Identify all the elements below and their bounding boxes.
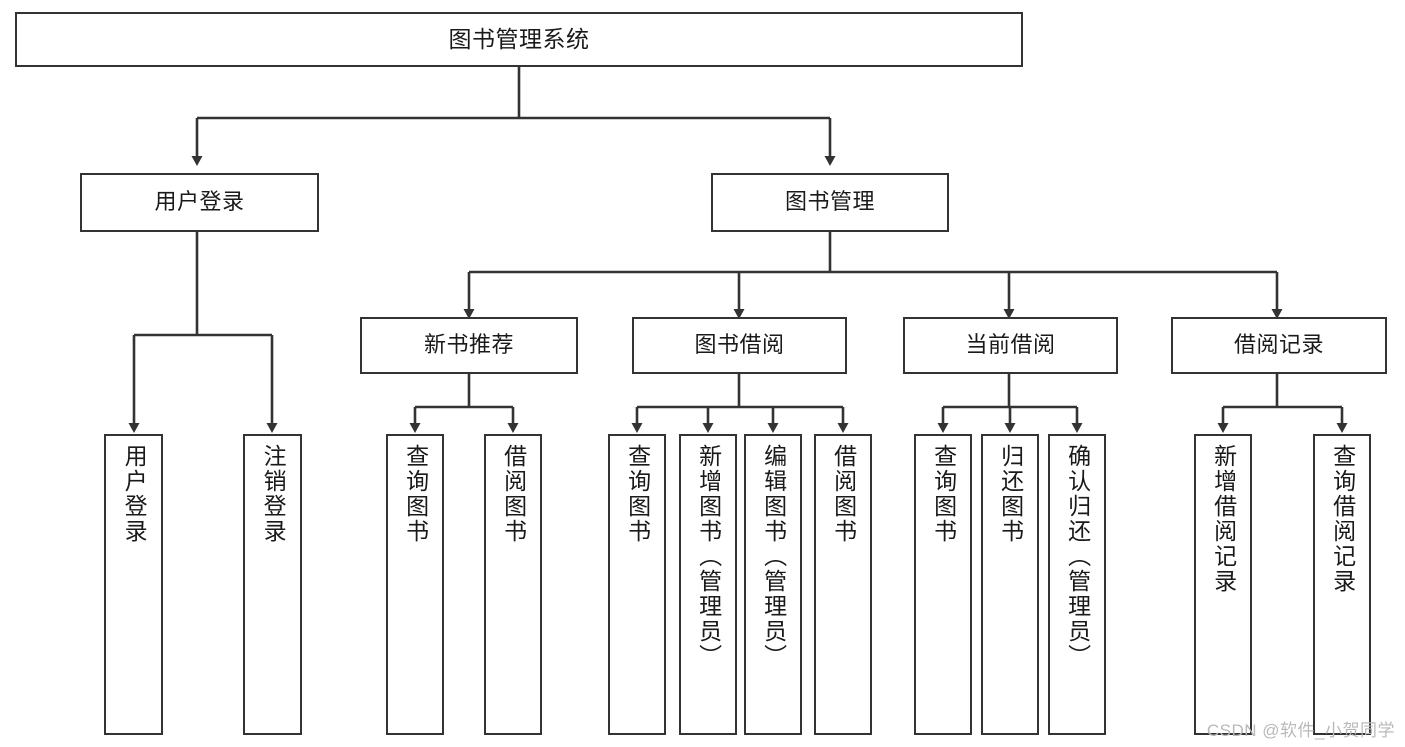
- node-label: 归还图书: [997, 444, 1024, 544]
- node-leaf-user-login[interactable]: 用户登录: [104, 434, 163, 735]
- node-label: 注销登录: [260, 444, 287, 544]
- node-label: 借阅图书: [830, 444, 857, 544]
- node-label: 查询图书: [624, 444, 651, 544]
- node-label: 图书管理: [784, 189, 875, 215]
- watermark: CSDN @软件_小贺同学: [1206, 721, 1395, 740]
- node-label: 新增图书（管理员）: [695, 444, 722, 669]
- node-label: 借阅图书: [500, 444, 527, 544]
- node-leaf-return-book[interactable]: 归还图书: [981, 434, 1039, 735]
- node-label: 新书推荐: [423, 332, 514, 358]
- node-leaf-confirm-return-admin[interactable]: 确认归还（管理员）: [1048, 434, 1106, 735]
- node-borrow-record[interactable]: 借阅记录: [1171, 317, 1387, 374]
- node-leaf-logout[interactable]: 注销登录: [243, 434, 302, 735]
- node-label: 查询图书: [930, 444, 957, 544]
- node-leaf-query-book-current[interactable]: 查询图书: [914, 434, 972, 735]
- node-label: 新增借阅记录: [1210, 444, 1237, 594]
- node-current-borrow[interactable]: 当前借阅: [903, 317, 1118, 374]
- node-leaf-query-book-borrow[interactable]: 查询图书: [608, 434, 666, 735]
- node-label: 查询借阅记录: [1329, 444, 1356, 594]
- node-label: 当前借阅: [965, 332, 1056, 358]
- node-leaf-edit-book-admin[interactable]: 编辑图书（管理员）: [744, 434, 802, 735]
- node-leaf-query-book-recommend[interactable]: 查询图书: [386, 434, 444, 735]
- node-label: 借阅记录: [1233, 332, 1324, 358]
- node-user-login[interactable]: 用户登录: [80, 173, 319, 232]
- node-leaf-add-borrow-record[interactable]: 新增借阅记录: [1194, 434, 1252, 735]
- node-leaf-borrow-book-recommend[interactable]: 借阅图书: [484, 434, 542, 735]
- node-leaf-query-borrow-record[interactable]: 查询借阅记录: [1313, 434, 1371, 735]
- node-label: 用户登录: [154, 189, 245, 215]
- node-label: 确认归还（管理员）: [1064, 444, 1091, 669]
- node-label: 查询图书: [402, 444, 429, 544]
- node-label: 图书管理系统: [448, 26, 590, 53]
- node-label: 图书借阅: [694, 332, 785, 358]
- node-label: 用户登录: [121, 444, 148, 544]
- node-leaf-add-book-admin[interactable]: 新增图书（管理员）: [679, 434, 737, 735]
- node-leaf-lend-book[interactable]: 借阅图书: [814, 434, 872, 735]
- node-new-book-recommend[interactable]: 新书推荐: [360, 317, 578, 374]
- node-book-management[interactable]: 图书管理: [711, 173, 949, 232]
- node-root-book-management-system[interactable]: 图书管理系统: [15, 12, 1023, 67]
- node-label: 编辑图书（管理员）: [760, 444, 787, 669]
- node-book-borrow[interactable]: 图书借阅: [632, 317, 847, 374]
